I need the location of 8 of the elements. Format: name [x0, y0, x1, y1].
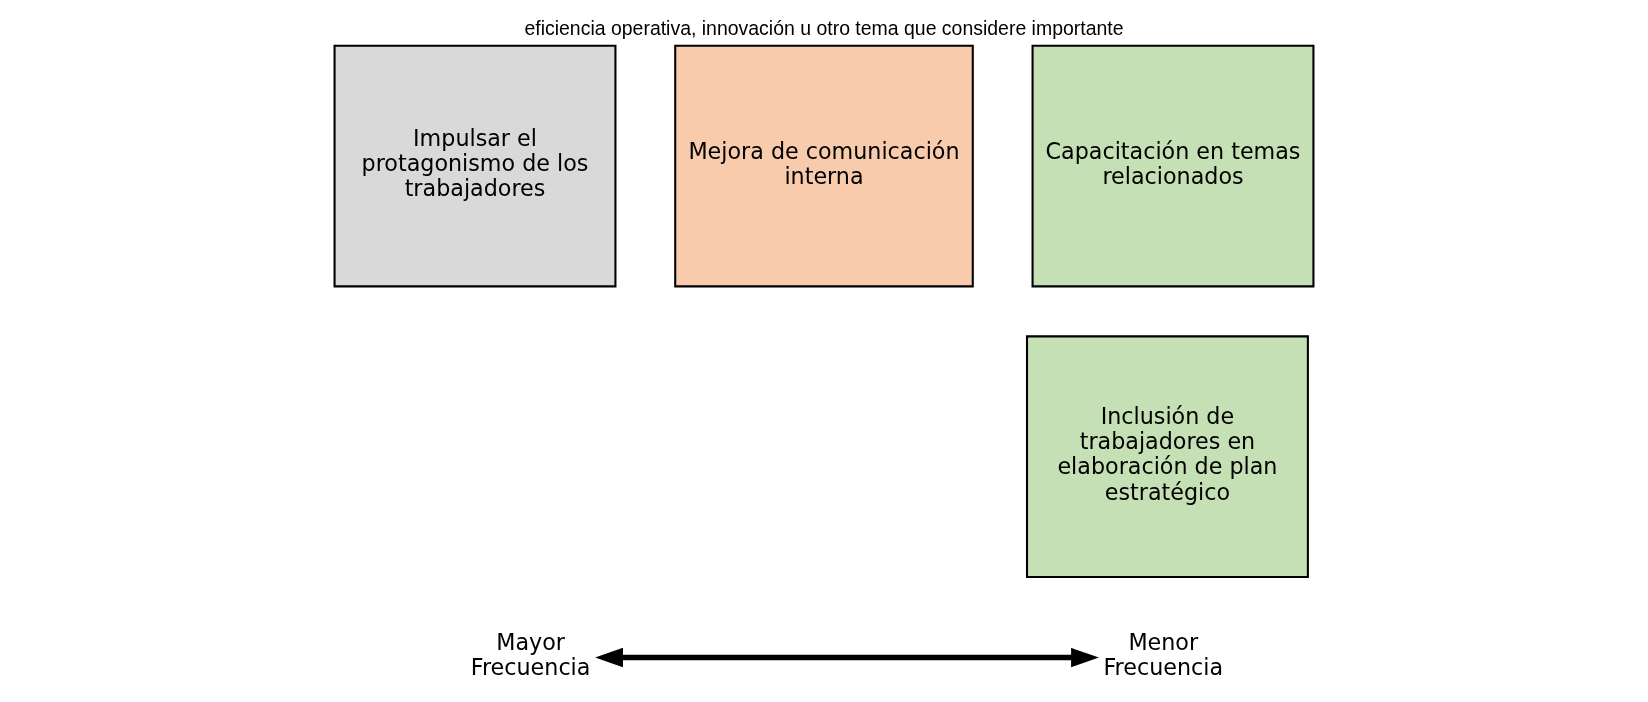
node-text: Mayor Frecuencia — [470, 629, 591, 681]
node-box: Impulsar el protagonismo de los trabajadores — [333, 44, 617, 288]
diagram-title: eficiencia operativa, innovación u otro tema que considere importante — [524, 16, 1124, 39]
arrow — [595, 647, 1099, 668]
node-text: Menor Frecuencia — [1103, 629, 1224, 681]
node-box: Capacitación en temas relacionados — [1031, 44, 1315, 288]
node-box: Inclusión de trabajadores en elaboración de plan estratégico — [1025, 335, 1309, 578]
node-box: Mejora de comunicación interna — [674, 44, 974, 288]
